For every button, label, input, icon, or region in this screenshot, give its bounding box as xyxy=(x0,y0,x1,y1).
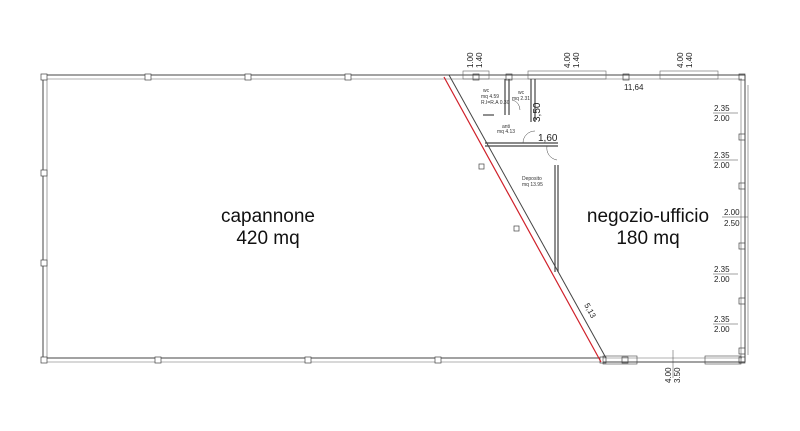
dim-right-3b: 2.50 xyxy=(724,219,740,228)
columns xyxy=(40,73,746,364)
anti-name: anti xyxy=(502,124,510,130)
dim-top-2b: 1.40 xyxy=(572,52,581,68)
room-area-capannone: 420 mq xyxy=(236,228,299,249)
room-name-negozio: negozio-ufficio xyxy=(587,206,709,227)
dim-wc-wall: 3,50 xyxy=(532,102,543,122)
room-name-capannone: capannone xyxy=(221,206,315,227)
dim-right-4b: 2.00 xyxy=(714,275,730,284)
wc2-area: mq 2.31 xyxy=(512,96,530,102)
dim-right-1a: 2.35 xyxy=(714,104,730,113)
room-area-negozio: 180 mq xyxy=(616,228,679,249)
dim-right-2b: 2.00 xyxy=(714,161,730,170)
dim-diagonal: 5,13 xyxy=(582,302,598,320)
wc1-note: R.I=R.A 0.30 xyxy=(481,100,510,106)
dim-top-3a: 4.00 xyxy=(676,52,685,68)
dim-top-length: 11,64 xyxy=(624,83,644,92)
dim-right-5b: 2.00 xyxy=(714,325,730,334)
dim-bottom-b: 3.50 xyxy=(673,367,682,383)
dim-bottom-a: 4.00 xyxy=(664,367,673,383)
deposito-area: mq 13.95 xyxy=(522,182,543,188)
capannone-walls xyxy=(42,74,603,363)
dim-right-2a: 2.35 xyxy=(714,151,730,160)
dim-top-1a: 1.00 xyxy=(466,52,475,68)
dim-right-4a: 2.35 xyxy=(714,265,730,274)
wc2-name: wc xyxy=(518,90,525,96)
dim-right-1b: 2.00 xyxy=(714,114,730,123)
wc1-name: wc xyxy=(483,88,490,94)
dim-anti-wall: 1,60 xyxy=(538,133,558,144)
wc1-area: mq 4.59 xyxy=(481,94,499,100)
dim-right-5a: 2.35 xyxy=(714,315,730,324)
interior-walls xyxy=(483,79,559,272)
diagonal-wall xyxy=(443,74,607,363)
dim-top-1b: 1.40 xyxy=(475,52,484,68)
negozio-walls xyxy=(446,70,749,365)
right-window-dims: 2.35 2.00 2.35 2.00 2.00 2.50 2.35 2.00 … xyxy=(713,104,748,334)
dim-right-3a: 2.00 xyxy=(724,208,740,217)
dim-top-3b: 1.40 xyxy=(685,52,694,68)
deposito-name: Deposito xyxy=(522,176,542,182)
anti-area: mq 4.13 xyxy=(497,129,515,135)
dim-top-2a: 4.00 xyxy=(563,52,572,68)
